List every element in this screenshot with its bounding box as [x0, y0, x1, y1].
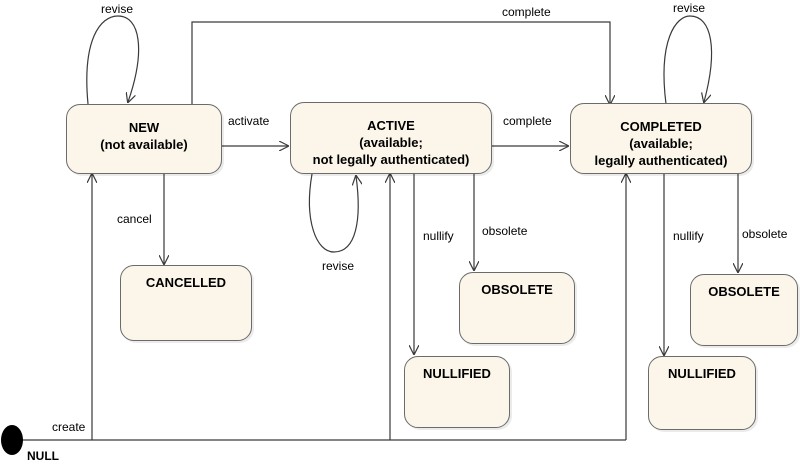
state-active[interactable]: ACTIVE (available; not legally authentic… [290, 102, 492, 174]
label-cancel: cancel [117, 212, 152, 226]
null-node-label: NULL [27, 449, 59, 463]
revise-new-edge [86, 15, 140, 104]
state-completed-subtitle-1: (available; [629, 136, 693, 151]
state-active-subtitle-1: (available; [359, 135, 423, 150]
state-nullified-active[interactable]: NULLIFIED [404, 356, 510, 428]
label-nullify-active: nullify [423, 229, 454, 243]
state-obsolete-completed-title: OBSOLETE [708, 284, 780, 299]
state-obsolete-completed[interactable]: OBSOLETE [690, 274, 798, 346]
state-cancelled[interactable]: CANCELLED [120, 265, 252, 341]
state-nullified-completed-title: NULLIFIED [668, 366, 736, 381]
state-active-title: ACTIVE [367, 118, 415, 133]
label-complete-mid: complete [503, 114, 552, 128]
state-completed-subtitle-2: legally authenticated) [594, 153, 728, 168]
state-new-subtitle: (not available) [100, 137, 188, 152]
state-completed[interactable]: COMPLETED (available; legally authentica… [570, 103, 752, 174]
state-nullified-active-title: NULLIFIED [423, 366, 491, 381]
state-obsolete-active[interactable]: OBSOLETE [459, 272, 575, 344]
label-obsolete-completed: obsolete [742, 227, 788, 241]
label-revise-new: revise [101, 2, 134, 16]
state-cancelled-title: CANCELLED [145, 275, 227, 290]
label-obsolete-active: obsolete [482, 224, 528, 238]
revise-completed-edge [663, 15, 713, 104]
label-revise-active: revise [322, 259, 355, 273]
state-new[interactable]: NEW (not available) [66, 104, 222, 174]
state-active-subtitle-2: not legally authenticated) [312, 152, 470, 167]
label-complete-top: complete [502, 5, 551, 19]
label-activate: activate [228, 114, 270, 128]
label-create: create [52, 420, 86, 434]
state-obsolete-active-title: OBSOLETE [481, 282, 553, 297]
complete-top-edge [191, 21, 610, 104]
state-new-title: NEW [128, 120, 160, 135]
state-completed-title: COMPLETED [620, 119, 702, 134]
initial-node-null [1, 425, 23, 455]
revise-active-edge [308, 173, 358, 253]
label-revise-completed: revise [673, 1, 706, 15]
label-nullify-completed: nullify [673, 229, 704, 243]
state-nullified-completed[interactable]: NULLIFIED [648, 356, 756, 430]
